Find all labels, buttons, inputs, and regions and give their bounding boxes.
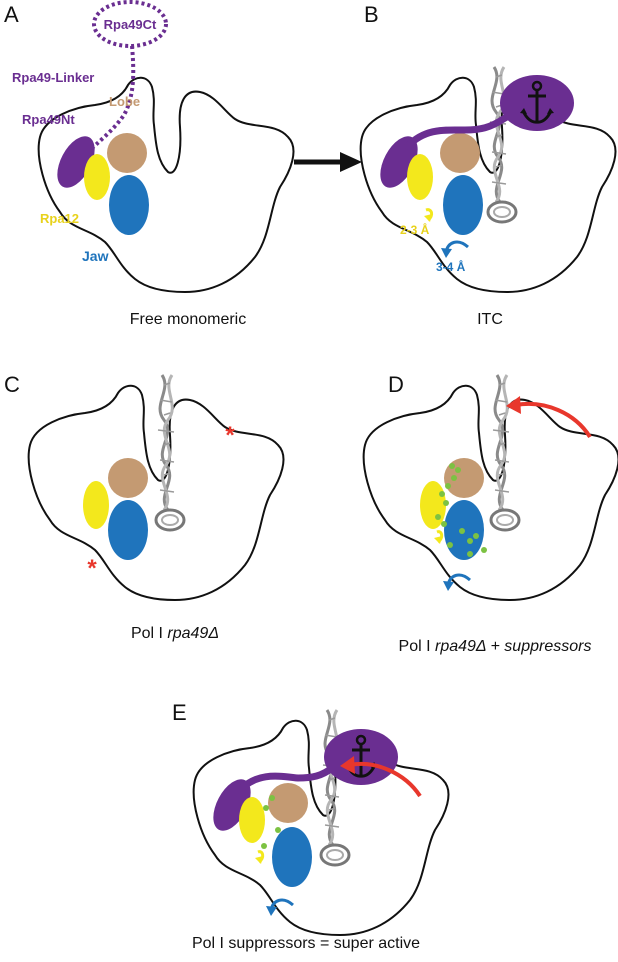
suppressor-dots <box>435 463 487 557</box>
panel-letter-c: C <box>4 372 20 397</box>
jaw-domain <box>109 175 149 235</box>
jaw-label: Jaw <box>82 248 109 264</box>
jaw-shift-arrow-e <box>266 906 277 916</box>
rpa12-shift-arrow-d <box>434 536 442 544</box>
panel-e: E Pol I suppressors = super active <box>172 700 450 952</box>
caption-b: ITC <box>477 311 503 328</box>
panel-a: A Rpa49Ct Rpa49-Linker Lobe Rpa49Nt Rpa1… <box>4 0 295 328</box>
polymerase-outline-e <box>192 719 450 936</box>
jaw-shift-arrow <box>441 248 452 258</box>
transition-arrow <box>294 152 362 172</box>
panel-letter-e: E <box>172 700 187 725</box>
lobe-domain-b <box>440 133 480 173</box>
rpa12-domain <box>84 154 110 200</box>
rpa12-shift-arrow-e <box>255 856 263 864</box>
rpa49nt-label: Rpa49Nt <box>22 112 75 127</box>
polymerase-outline-d <box>362 384 618 601</box>
jaw-shift-label: 3-4 Å <box>436 259 466 274</box>
panel-b: B 2-3 Å 3-4 Å ITC <box>359 2 617 328</box>
panel-letter-a: A <box>4 2 19 27</box>
panel-c: C * * Pol I rpa49Δ <box>4 372 285 642</box>
rpa12-shift-arrow <box>424 214 432 222</box>
lobe-domain-c <box>108 458 148 498</box>
rpa12-label: Rpa12 <box>40 211 79 226</box>
asterisk-marker-bottom: * <box>87 555 97 582</box>
rpa12-domain-e <box>239 797 265 843</box>
jaw-shift-arrow-d <box>443 581 454 591</box>
panel-d: D Pol I rpa49Δ + suppressors <box>362 372 618 655</box>
jaw-domain-e <box>272 827 312 887</box>
jaw-domain-b <box>443 175 483 235</box>
jaw-domain-c <box>108 500 148 560</box>
suppressor-dots-e <box>261 795 281 849</box>
caption-a: Free monomeric <box>130 311 246 328</box>
polymerase-outline-b <box>359 76 617 293</box>
rpa49ct-label: Rpa49Ct <box>104 17 157 32</box>
rpa12-shift-label: 2-3 Å <box>400 222 430 237</box>
caption-d: Pol I rpa49Δ + suppressors <box>399 638 592 655</box>
linker-label: Rpa49-Linker <box>12 70 94 85</box>
caption-e: Pol I suppressors = super active <box>192 935 420 952</box>
panel-letter-b: B <box>364 2 379 27</box>
movement-arrow-e <box>349 762 422 798</box>
movement-arrow-d <box>515 402 592 439</box>
asterisk-marker-top: * <box>225 422 235 449</box>
rpa49ct-domain <box>92 0 168 48</box>
lobe-domain-e <box>268 783 308 823</box>
polymerase-outline-c <box>27 384 285 601</box>
rpa12-domain-c <box>83 481 109 529</box>
caption-c: Pol I rpa49Δ <box>131 625 219 642</box>
rpa12-domain-b <box>407 154 433 200</box>
dna-helix-c <box>154 373 186 532</box>
lobe-domain <box>107 133 147 173</box>
rpa49-linker <box>86 45 136 154</box>
lobe-label: Lobe <box>109 94 140 109</box>
dna-helix-d <box>489 373 521 532</box>
panel-letter-d: D <box>388 372 404 397</box>
polymerase-outline-a <box>37 76 295 293</box>
